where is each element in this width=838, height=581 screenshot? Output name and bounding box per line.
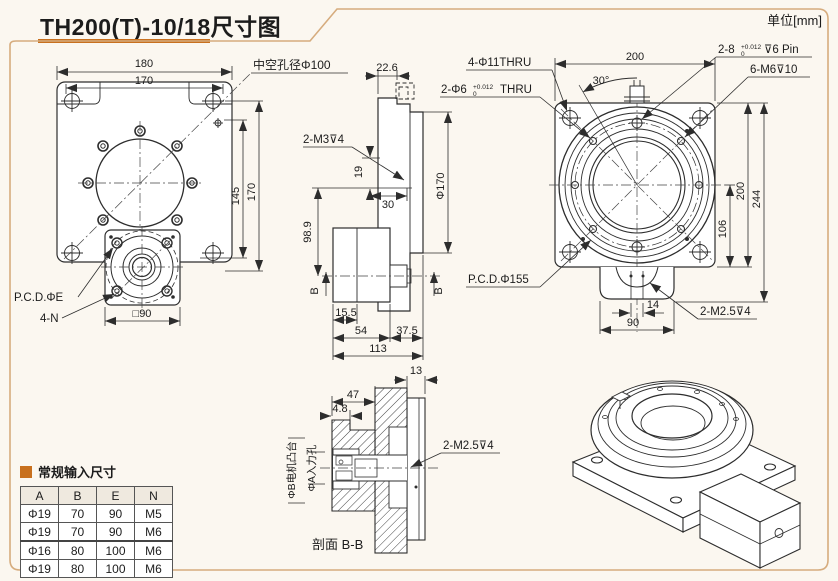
dim-113: 113 (369, 343, 387, 355)
spec-table-block: 常规输入尺寸 A B E N Φ19 70 90 M5 Φ19 70 90 M6 (20, 462, 190, 578)
label-2m25-rear: 2-M2.5⊽4 (700, 306, 751, 318)
spec-table: A B E N Φ19 70 90 M5 Φ19 70 90 M6 Φ16 80 (20, 486, 173, 578)
label-pcd-e: P.C.D.ΦE (14, 292, 64, 304)
dim-180: 180 (135, 58, 153, 70)
dim-22-6: 22.6 (376, 62, 397, 74)
cell: M6 (134, 559, 173, 578)
table-header-row: A B E N (20, 486, 173, 505)
dim-244: 244 (751, 190, 763, 208)
table-row: Φ16 80 100 M6 (20, 540, 173, 560)
label-2phi6-prefix: 2-Φ6 (441, 84, 467, 96)
dim-47: 47 (347, 389, 359, 401)
label-4n: 4-N (40, 313, 59, 325)
col-a: A (20, 486, 59, 505)
cell: 70 (58, 522, 97, 542)
label-2phi6-suffix: THRU (500, 84, 532, 96)
section-mark-b-right: B (433, 287, 445, 294)
spec-table-title: 常规输入尺寸 (38, 465, 117, 480)
side-view: 22.6 2-M3⊽4 19 30 Φ170 98.9 B B 15.5 54 … (302, 62, 453, 361)
dim-30deg: 30° (593, 75, 610, 87)
dim-170-top: 170 (135, 75, 153, 87)
label-motor-boss: ΦB电机凸台 (285, 441, 298, 498)
label-hollow-bore: 中空孔径Φ100 (253, 57, 331, 72)
col-n: N (134, 486, 173, 505)
dim-15-5: 15.5 (335, 307, 356, 319)
label-pin-tol-upper: +0.012 (741, 44, 761, 51)
cell: M6 (134, 540, 173, 560)
table-bullet-icon (20, 465, 32, 478)
label-pin-tol-lower: 0 (741, 51, 745, 58)
section-view: 13 47 4.8 ΦB电机凸台 ΦA入力孔 2-M2.5⊽4 剖面 B-B (285, 365, 500, 554)
table-row: Φ19 70 90 M6 (20, 522, 173, 542)
dim-90: 90 (627, 317, 639, 329)
label-input-hole: ΦA入力孔 (305, 444, 318, 491)
dim-200-right: 200 (735, 182, 747, 200)
dim-54: 54 (355, 325, 367, 337)
dim-14: 14 (647, 299, 659, 311)
label-4phi11: 4-Φ11THRU (468, 57, 531, 69)
section-caption: 剖面 B-B (312, 537, 363, 552)
dim-phi170: Φ170 (435, 172, 447, 199)
cell: 100 (96, 540, 135, 560)
cell: 100 (96, 559, 135, 578)
cell: Φ19 (20, 504, 59, 523)
label-2phi6-tol-lower: 0 (473, 91, 477, 98)
label-2phi6-tol-upper: +0.012 (473, 84, 493, 91)
front-view: 180 170 145 170 中空孔径Φ100 P.C.D.ΦE 4-N □9… (14, 57, 348, 326)
dim-19: 19 (353, 166, 365, 178)
table-row: Φ19 80 100 M6 (20, 559, 173, 578)
label-pin-suffix: ⊽6 Pin (764, 44, 799, 56)
cell: Φ19 (20, 559, 59, 578)
page-frame (9, 8, 829, 571)
dim-98-9: 98.9 (302, 221, 314, 242)
label-pin-prefix: 2-8 (718, 44, 735, 56)
cell: Φ19 (20, 522, 59, 542)
label-6m6: 6-M6⊽10 (750, 64, 797, 76)
dim-106: 106 (717, 220, 729, 238)
cell: M6 (134, 522, 173, 542)
dim-170-right: 170 (246, 183, 258, 201)
dim-4-8: 4.8 (332, 403, 347, 415)
label-pcd155: P.C.D.Φ155 (468, 274, 529, 286)
label-2m3: 2-M3⊽4 (303, 134, 345, 146)
col-e: E (96, 486, 135, 505)
dim-sq90: □90 (133, 308, 152, 320)
cell: 70 (58, 504, 97, 523)
cell: 80 (58, 559, 97, 578)
iso-view (571, 380, 802, 569)
dim-30: 30 (382, 199, 394, 211)
page-title: TH200(T)-10/18尺寸图 (40, 14, 282, 40)
cell: 90 (96, 522, 135, 542)
dim-145: 145 (230, 187, 242, 205)
table-row: Φ19 70 90 M5 (20, 504, 173, 523)
col-b: B (58, 486, 97, 505)
unit-note: 单位[mm] (767, 13, 822, 28)
label-2m25-section: 2-M2.5⊽4 (443, 440, 494, 452)
dim-37-5: 37.5 (396, 325, 417, 337)
dim-200-top: 200 (626, 51, 644, 63)
rear-view: 200 30° 4-Φ11THRU 2-Φ6 +0.012 0 THRU 2-8… (440, 44, 812, 335)
section-mark-b-left: B (309, 287, 321, 294)
cell: Φ16 (20, 540, 59, 560)
dim-13: 13 (410, 365, 422, 377)
cell: 80 (58, 540, 97, 560)
cell: 90 (96, 504, 135, 523)
cell: M5 (134, 504, 173, 523)
